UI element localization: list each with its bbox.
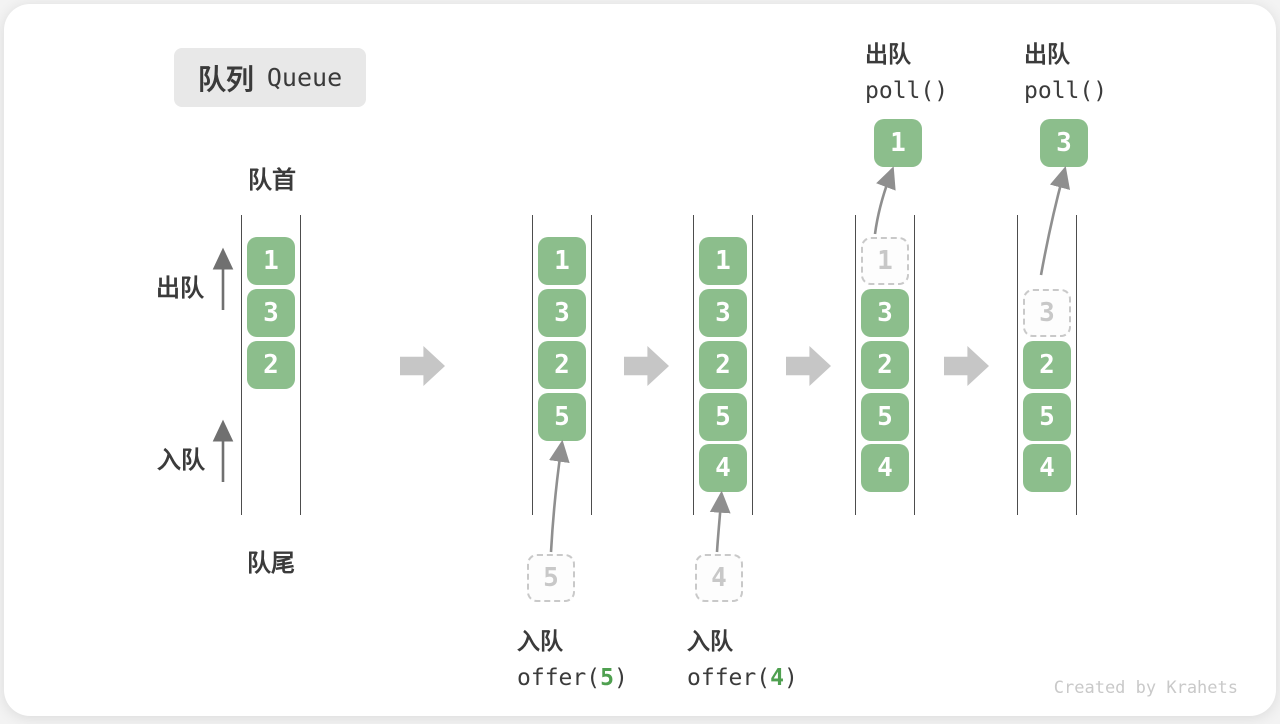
right-block-arrow-icon — [624, 346, 669, 386]
polled-item: 1 — [874, 119, 922, 167]
queue-column-2: 1 3 2 5 — [532, 215, 592, 515]
op-enqueue-5: 入队 offer(5) — [517, 622, 628, 691]
queue-item: 5 — [1023, 393, 1071, 441]
queue-item: 2 — [247, 341, 295, 389]
op-code: poll() — [865, 78, 949, 104]
op-code: poll() — [1024, 78, 1108, 104]
staged-item-ghost: 5 — [527, 554, 575, 602]
polled-item: 3 — [1040, 119, 1088, 167]
op-enqueue-4: 入队 offer(4) — [687, 622, 798, 691]
op-poll-1: 出队 poll() — [865, 35, 948, 104]
queue-item-removed: 3 — [1023, 289, 1071, 337]
queue-item: 1 — [247, 237, 295, 285]
queue-item: 1 — [699, 237, 747, 285]
queue-item: 1 — [538, 237, 586, 285]
diagram-canvas: 队列 Queue 队首 队尾 出队 入队 1 3 2 1 3 2 5 1 3 2… — [4, 4, 1276, 716]
op-label: 入队 — [517, 628, 563, 654]
op-code: offer(4) — [687, 665, 798, 691]
queue-item: 5 — [861, 393, 909, 441]
queue-item: 3 — [538, 289, 586, 337]
op-label: 出队 — [865, 41, 911, 67]
op-poll-3: 出队 poll() — [1024, 35, 1107, 104]
right-block-arrow-icon — [400, 346, 445, 386]
queue-item: 4 — [861, 444, 909, 492]
queue-column-3: 1 3 2 5 4 — [693, 215, 753, 515]
title-zh: 队列 — [197, 63, 254, 95]
title-en: Queue — [266, 63, 343, 92]
label-queue-front: 队首 — [248, 167, 296, 194]
queue-item: 5 — [699, 393, 747, 441]
queue-item: 3 — [247, 289, 295, 337]
label-dequeue-side: 出队 — [156, 275, 204, 302]
queue-item: 2 — [699, 341, 747, 389]
queue-item: 4 — [699, 444, 747, 492]
queue-item: 5 — [538, 393, 586, 441]
queue-item: 3 — [699, 289, 747, 337]
credit-text: Created by Krahets — [1053, 678, 1238, 698]
label-enqueue-side: 入队 — [157, 447, 205, 474]
right-block-arrow-icon — [786, 346, 831, 386]
queue-item: 2 — [538, 341, 586, 389]
right-block-arrow-icon — [944, 346, 989, 386]
queue-column-1: 1 3 2 — [241, 215, 301, 515]
op-code: offer(5) — [517, 665, 628, 691]
op-label: 入队 — [687, 628, 733, 654]
staged-item-ghost: 4 — [695, 554, 743, 602]
queue-column-4: 1 3 2 5 4 — [855, 215, 915, 515]
title-badge: 队列 Queue — [174, 48, 366, 107]
queue-item: 2 — [861, 341, 909, 389]
op-label: 出队 — [1024, 41, 1070, 67]
queue-item: 4 — [1023, 444, 1071, 492]
queue-item: 2 — [1023, 341, 1071, 389]
label-queue-rear: 队尾 — [247, 550, 295, 577]
queue-column-5: 3 2 5 4 — [1017, 215, 1077, 515]
queue-item-removed: 1 — [861, 237, 909, 285]
queue-item: 3 — [861, 289, 909, 337]
